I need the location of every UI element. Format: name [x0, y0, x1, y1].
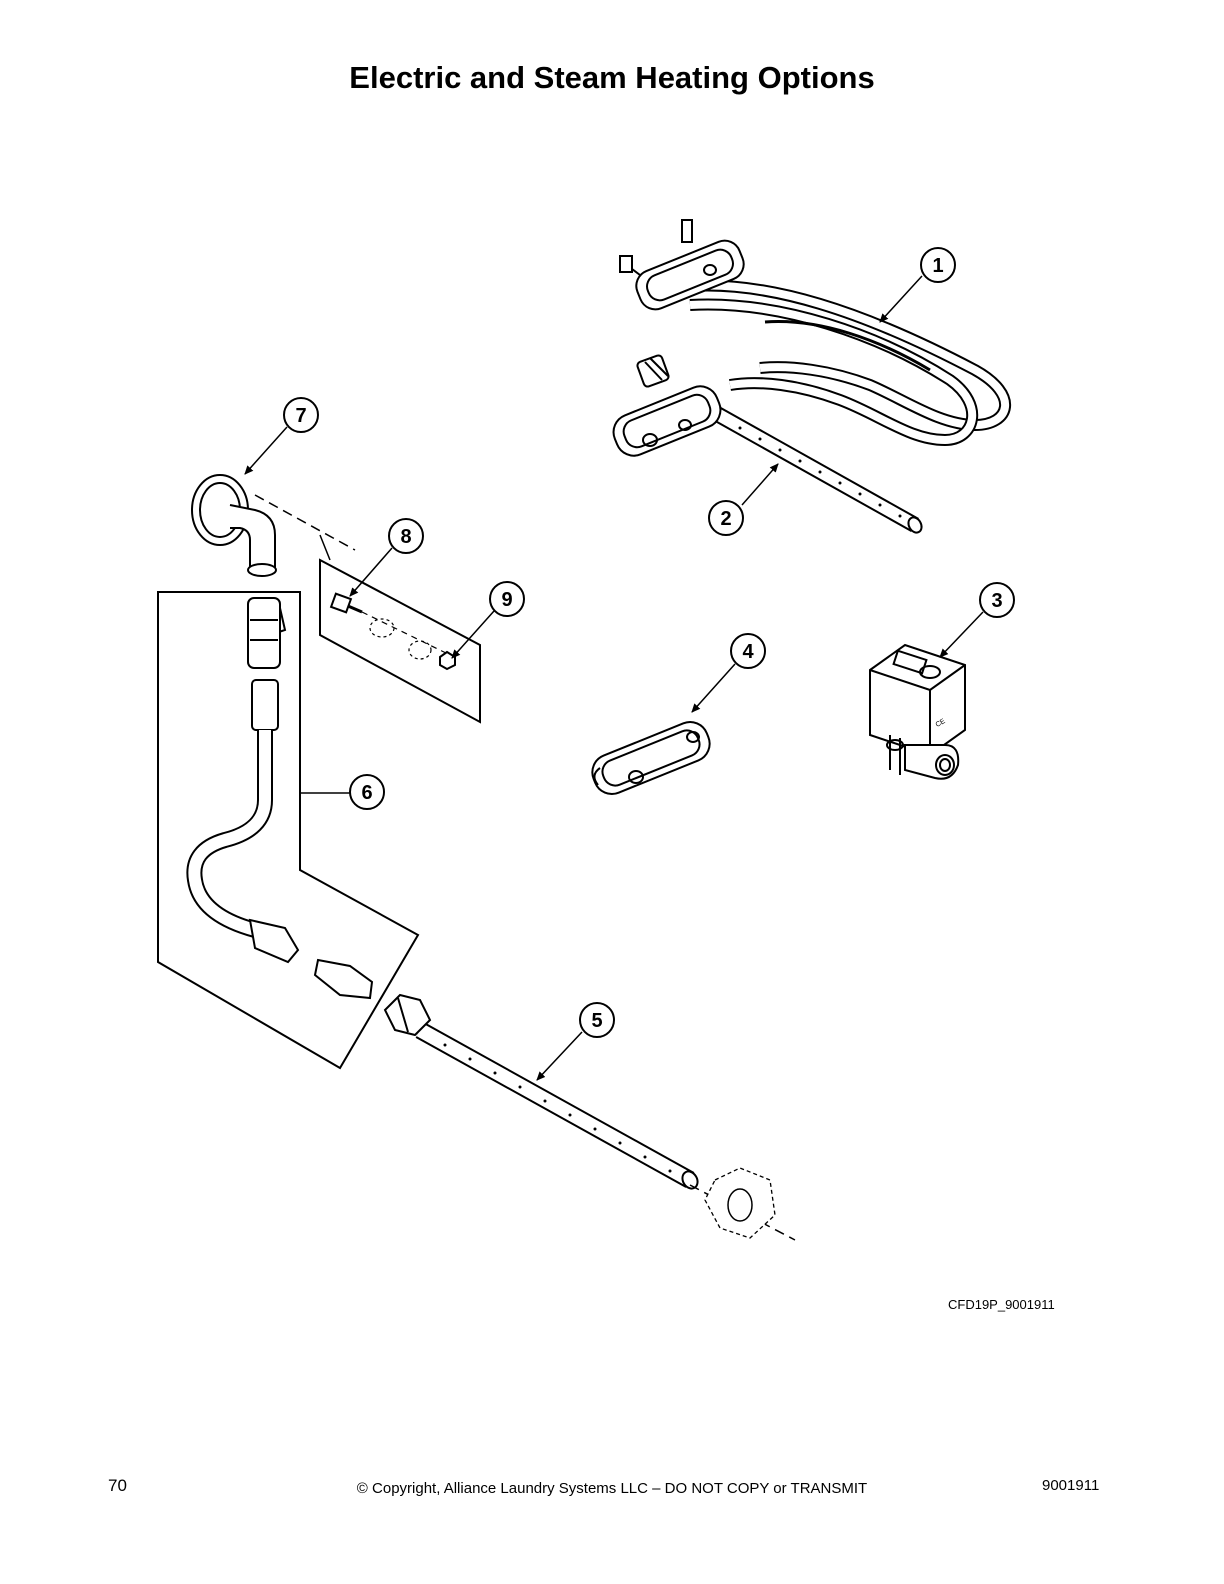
footer-document-number: 9001911 — [1042, 1477, 1100, 1494]
hose-kit-part — [157, 591, 420, 1070]
svg-text:7: 7 — [295, 405, 306, 427]
svg-text:CE: CE — [935, 718, 947, 729]
callout-6: 6 — [300, 774, 385, 810]
svg-text:8: 8 — [400, 526, 411, 548]
svg-text:5: 5 — [591, 1010, 602, 1032]
svg-text:4: 4 — [742, 641, 754, 663]
footer-page-number: 70 — [108, 1476, 127, 1495]
callout-9: 9 — [451, 581, 525, 659]
callout-5: 5 — [536, 1002, 615, 1081]
svg-text:1: 1 — [932, 255, 943, 277]
callout-7: 7 — [244, 397, 319, 475]
figure-code: CFD19P_9001911 — [948, 1297, 1055, 1312]
callout-8: 8 — [349, 518, 424, 597]
heating-element-part — [619, 219, 1012, 447]
svg-text:3: 3 — [991, 590, 1002, 612]
flange-part — [591, 721, 711, 795]
steam-tube-part — [612, 354, 923, 534]
footer-copyright: © Copyright, Alliance Laundry Systems LL… — [356, 1480, 868, 1497]
callout-2: 2 — [708, 463, 779, 536]
steam-valve-part: CE — [869, 643, 966, 780]
svg-text:9: 9 — [501, 589, 512, 611]
callout-4: 4 — [691, 633, 766, 713]
elbow-fitting-part — [191, 474, 356, 577]
callout-3: 3 — [939, 582, 1015, 658]
fastener-detail-box — [319, 534, 481, 724]
svg-text:6: 6 — [361, 782, 372, 804]
page-title: Electric and Steam Heating Options — [349, 60, 875, 95]
steam-pipe-part — [383, 993, 796, 1241]
svg-text:2: 2 — [720, 508, 731, 530]
callout-1: 1 — [879, 247, 956, 323]
